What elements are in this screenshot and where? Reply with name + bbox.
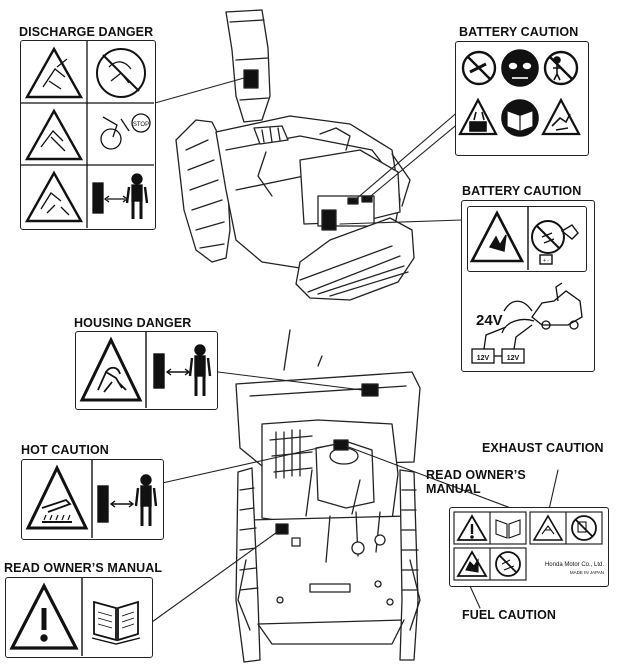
- read-manual-bottom-label: READ OWNER’S MANUAL: [4, 561, 163, 575]
- read-manual-panel: [5, 577, 153, 658]
- exhaust-caution-label: EXHAUST CAUTION: [482, 441, 604, 455]
- maker-text: Honda Motor Co., Ltd.: [545, 562, 604, 568]
- battery-cell-right-text: 12V: [507, 355, 520, 362]
- hot-caution-panel: [21, 459, 164, 540]
- hot-caution-label: HOT CAUTION: [21, 443, 109, 457]
- combined-label-panel: Honda Motor Co., Ltd. MADE IN JAPAN: [449, 507, 609, 587]
- battery-caution-top-label: BATTERY CAUTION: [459, 25, 579, 39]
- battery-caution-side-label: BATTERY CAUTION: [462, 184, 582, 198]
- leader-lines: [139, 77, 559, 623]
- snowblower-angled-view: [175, 9, 415, 301]
- read-manual-line1-label: READ OWNER’S: [426, 468, 526, 482]
- snowblower-front-view: [235, 329, 421, 663]
- battery-voltage-text: 24V: [476, 312, 503, 329]
- origin-text: MADE IN JAPAN: [570, 570, 604, 575]
- fuel-caution-label: FUEL CAUTION: [462, 608, 557, 622]
- battery-caution-inner: + -: [467, 206, 587, 272]
- read-manual-line2-label: MANUAL: [426, 482, 481, 496]
- svg-text:+ -: + -: [543, 258, 549, 264]
- discharge-danger-label: DISCHARGE DANGER: [19, 25, 154, 39]
- battery-caution-top-panel: [455, 41, 589, 156]
- stop-sign-text: STOP: [133, 122, 149, 128]
- battery-caution-side-panel: + - 24V 12V 12V: [461, 200, 595, 372]
- discharge-danger-panel: STOP: [20, 40, 156, 230]
- battery-cell-left-text: 12V: [477, 355, 490, 362]
- housing-danger-panel: [75, 331, 218, 410]
- housing-danger-label: HOUSING DANGER: [74, 316, 192, 330]
